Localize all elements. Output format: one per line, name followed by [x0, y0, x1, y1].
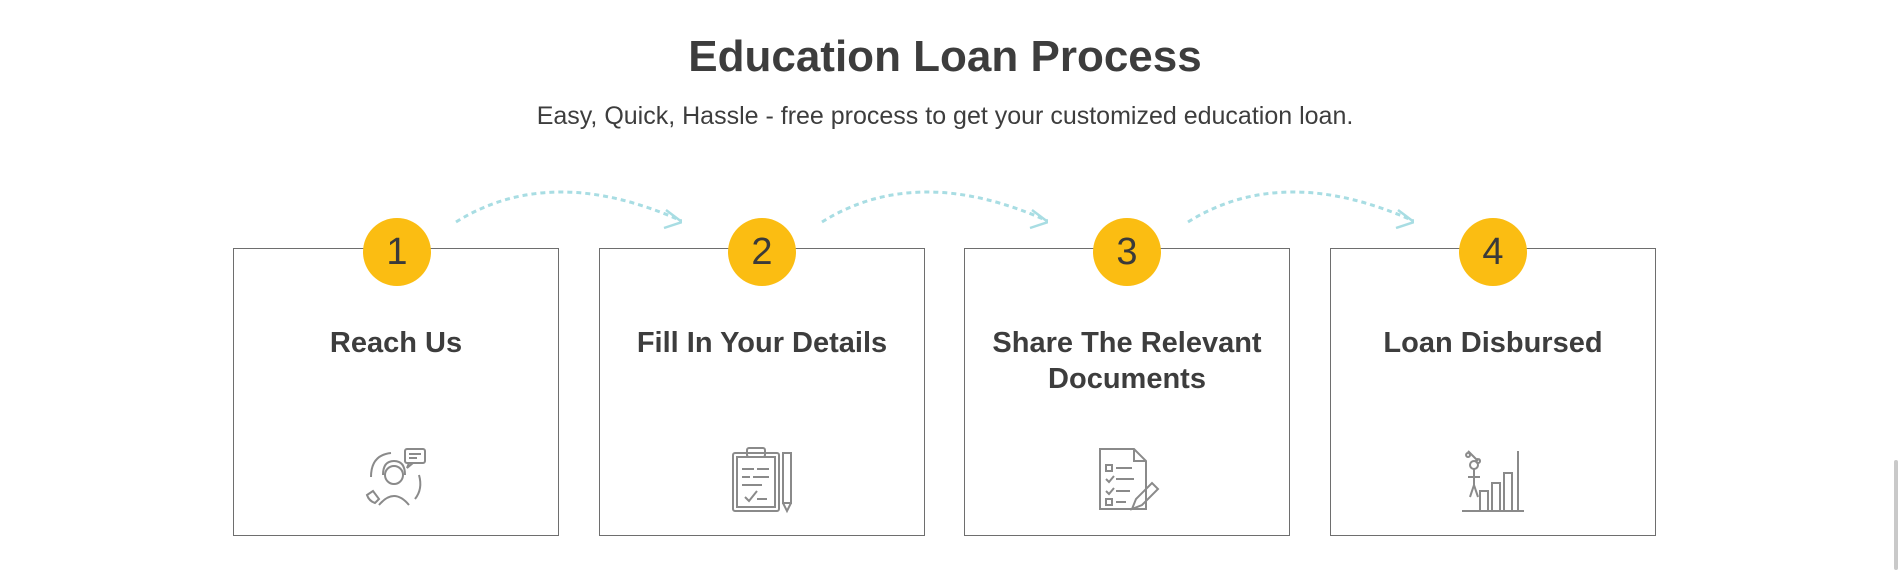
- page-title: Education Loan Process: [688, 32, 1202, 81]
- customer-support-icon: [365, 448, 426, 506]
- step-connector-arrow-1: [455, 190, 682, 230]
- step-card-loan-disbursed: Loan Disbursed: [1330, 248, 1656, 536]
- step-title: Reach Us: [329, 327, 463, 359]
- step-title: Share The Relevant Documents: [992, 327, 1262, 395]
- growth-chart-icon: [1462, 450, 1524, 512]
- step-card-fill-details: Fill In Your Details: [599, 248, 925, 536]
- page-subtitle: Easy, Quick, Hassle - free process to ge…: [536, 102, 1354, 130]
- step-number-badge: 1: [363, 218, 431, 286]
- step-title: Loan Disbursed: [1383, 327, 1603, 359]
- step-number-badge: 3: [1093, 218, 1161, 286]
- step-number-badge: 2: [728, 218, 796, 286]
- step-connector-arrow-2: [821, 190, 1048, 230]
- step-title: Fill In Your Details: [636, 327, 888, 359]
- step-card-reach-us: Reach Us: [233, 248, 559, 536]
- page-scrollbar[interactable]: [1890, 0, 1900, 570]
- document-checklist-icon: [1099, 448, 1160, 511]
- scrollbar-thumb[interactable]: [1894, 460, 1898, 570]
- step-number-badge: 4: [1459, 218, 1527, 286]
- step-connector-arrow-3: [1187, 190, 1414, 230]
- clipboard-form-icon: [732, 447, 792, 514]
- step-card-share-documents: Share The Relevant Documents: [964, 248, 1290, 536]
